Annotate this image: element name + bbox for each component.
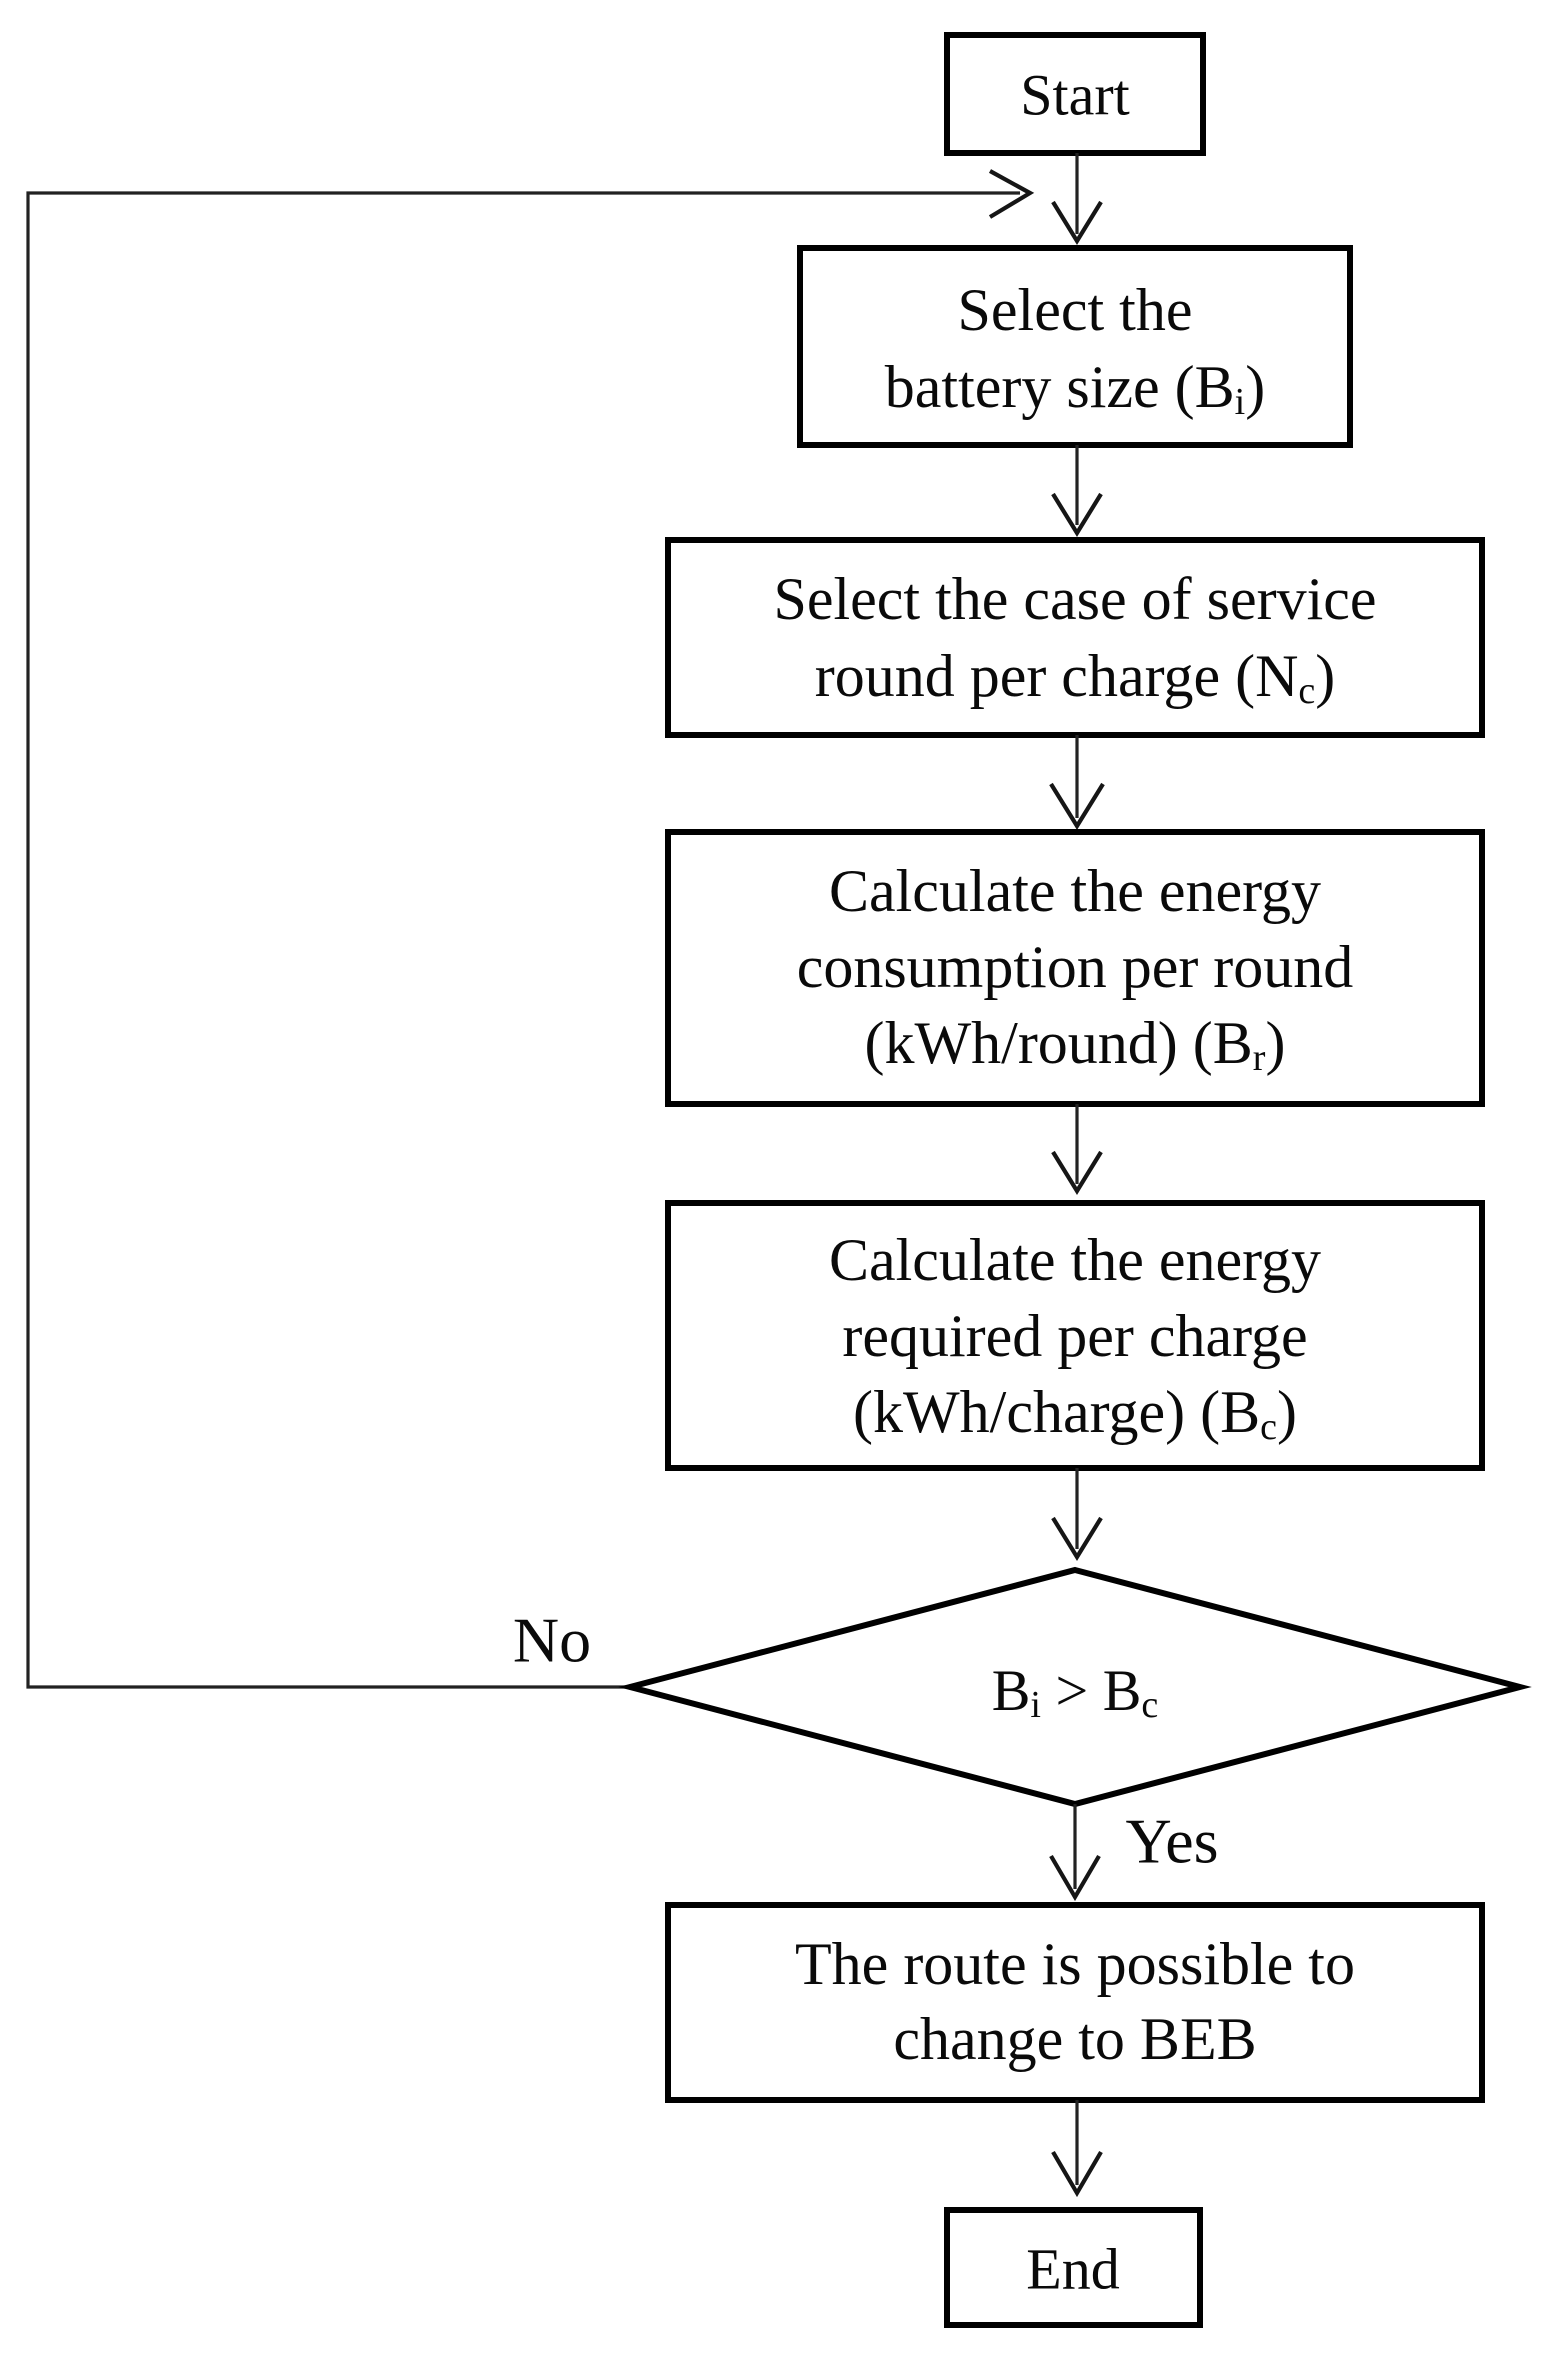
decision-gt-bc-text: > B bbox=[1041, 1658, 1141, 1723]
arrowhead-down-icon bbox=[1051, 2150, 1103, 2198]
node-select-battery bbox=[797, 245, 1353, 448]
kwh-charge-text: (kWh/charge) (B bbox=[853, 1379, 1260, 1445]
node-energy-per-charge-line1: Calculate the energy bbox=[829, 1227, 1321, 1293]
battery-size-text: battery size (B bbox=[885, 354, 1235, 420]
service-round-close: ) bbox=[1315, 643, 1335, 709]
edge-label-yes: Yes bbox=[1125, 1806, 1218, 1877]
arrowhead-down-icon bbox=[1049, 1854, 1101, 1902]
node-select-service-round-line1: Select the case of service bbox=[773, 566, 1376, 632]
node-energy-per-round-line1: Calculate the energy bbox=[829, 858, 1321, 924]
arrowhead-right-icon bbox=[988, 169, 1035, 219]
arrowhead-down-icon bbox=[1051, 1516, 1103, 1562]
arrowhead-down-icon bbox=[1051, 492, 1103, 538]
edge-decision-no-loop bbox=[26, 191, 1020, 1689]
kwh-charge-subscript: c bbox=[1260, 1406, 1277, 1448]
node-end-label: End bbox=[1026, 2237, 1119, 2302]
kwh-round-subscript: r bbox=[1253, 1037, 1266, 1079]
arrowhead-down-icon bbox=[1049, 782, 1105, 830]
node-select-service-round bbox=[665, 537, 1485, 738]
node-start-label: Start bbox=[1020, 63, 1130, 128]
decision-bi-subscript: i bbox=[1030, 1684, 1041, 1726]
kwh-round-close: ) bbox=[1265, 1010, 1285, 1076]
service-round-text: round per charge (N bbox=[815, 643, 1299, 709]
arrowhead-down-icon bbox=[1051, 200, 1103, 246]
node-select-battery-line2: battery size (Bi) bbox=[885, 354, 1265, 423]
decision-bi-text: B bbox=[992, 1658, 1031, 1723]
node-route-possible-line1: The route is possible to bbox=[795, 1931, 1355, 1997]
node-decision-label: Bi > Bc bbox=[992, 1658, 1159, 1727]
node-route-possible bbox=[665, 1902, 1485, 2103]
kwh-charge-close: ) bbox=[1277, 1379, 1297, 1445]
edge-label-no: No bbox=[513, 1605, 591, 1676]
kwh-round-text: (kWh/round) (B bbox=[865, 1010, 1253, 1076]
node-start bbox=[944, 32, 1206, 156]
battery-size-close: ) bbox=[1245, 354, 1265, 420]
node-energy-per-round bbox=[665, 829, 1485, 1107]
node-end bbox=[944, 2207, 1203, 2328]
battery-size-subscript: i bbox=[1235, 381, 1246, 423]
node-select-battery-line1: Select the bbox=[958, 277, 1193, 343]
node-energy-per-round-line3: (kWh/round) (Br) bbox=[865, 1010, 1286, 1079]
arrowhead-down-icon bbox=[1051, 1150, 1103, 1196]
service-round-subscript: c bbox=[1298, 670, 1315, 712]
node-route-possible-line2: change to BEB bbox=[893, 2006, 1256, 2072]
node-energy-per-charge-line3: (kWh/charge) (Bc) bbox=[853, 1379, 1297, 1448]
node-energy-per-round-line2: consumption per round bbox=[797, 934, 1354, 1000]
decision-bc-subscript: c bbox=[1141, 1684, 1158, 1726]
node-energy-per-charge bbox=[665, 1200, 1485, 1471]
node-select-service-round-line2: round per charge (Nc) bbox=[815, 643, 1336, 712]
node-energy-per-charge-line2: required per charge bbox=[842, 1303, 1307, 1369]
